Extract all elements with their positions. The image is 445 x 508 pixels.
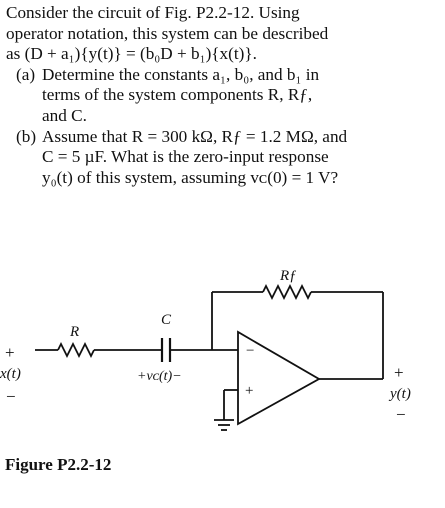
input-label: x(t) xyxy=(0,366,21,382)
part-a: (a) Determine the constants a₁, b₀, and … xyxy=(6,65,438,127)
part-b-label: (b) xyxy=(16,126,37,146)
input-resistor xyxy=(57,341,95,359)
input-minus: − xyxy=(6,387,16,406)
figure-caption: Figure P2.2-12 xyxy=(5,455,112,474)
output-minus: − xyxy=(396,405,406,424)
opamp-plus-label: + xyxy=(245,383,253,399)
part-a-line-1: Determine the constants a₁, b₀, and b₁ i… xyxy=(42,64,320,84)
part-b-line-2: C = 5 µF. What is the zero-input respons… xyxy=(42,147,329,167)
part-b: (b) Assume that R = 300 kΩ, Rƒ = 1.2 MΩ,… xyxy=(6,127,438,189)
opamp-minus-label: − xyxy=(246,343,254,359)
part-a-line-2: terms of the system components R, Rƒ, xyxy=(42,85,313,105)
problem-statement: Consider the circuit of Fig. P2.2-12. Us… xyxy=(6,3,438,188)
part-b-line-3: y₀(t) of this system, assuming vᴄ(0) = 1… xyxy=(42,167,339,187)
feedback-resistor xyxy=(262,283,312,301)
part-a-line-3: and C. xyxy=(42,105,87,125)
label-vc: +vᴄ(t)− xyxy=(137,369,182,384)
label-r: R xyxy=(69,324,79,340)
opamp-symbol xyxy=(237,330,321,426)
label-rf: Rƒ xyxy=(279,268,297,284)
intro-line-1: Consider the circuit of Fig. P2.2-12. Us… xyxy=(6,3,300,22)
part-a-label: (a) xyxy=(16,64,36,84)
label-c: C xyxy=(161,312,172,328)
part-b-line-1: Assume that R = 300 kΩ, Rƒ = 1.2 MΩ, and xyxy=(42,126,348,146)
output-plus: + xyxy=(394,363,404,382)
input-plus: + xyxy=(5,343,15,362)
intro-line-2: operator notation, this system can be de… xyxy=(6,23,329,43)
output-label: y(t) xyxy=(388,386,411,402)
intro-line-3: as (D + a₁){y(t)} = (b₀D + b₁){x(t)}. xyxy=(6,44,257,64)
